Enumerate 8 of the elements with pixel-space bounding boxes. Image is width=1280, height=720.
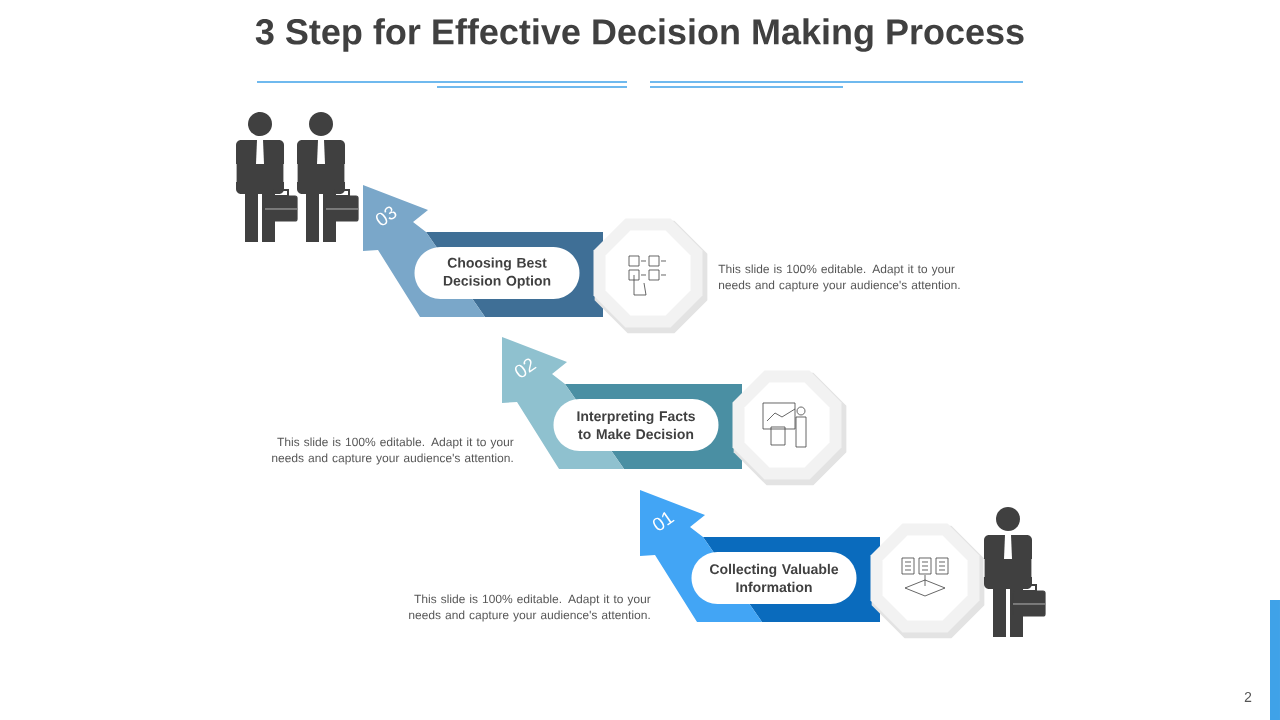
icon-badge bbox=[732, 370, 847, 486]
page-number: 2 bbox=[1244, 692, 1252, 702]
icon-badge bbox=[593, 218, 708, 334]
label-pill: Interpreting Facts to Make Decision bbox=[553, 399, 719, 451]
icon-badge bbox=[870, 523, 985, 639]
title: 3 Step for Effective Decision Making Process bbox=[255, 18, 1024, 52]
label-pill: Choosing Best Decision Option bbox=[414, 247, 580, 299]
label-pill: Collecting Valuable Information bbox=[691, 552, 857, 604]
